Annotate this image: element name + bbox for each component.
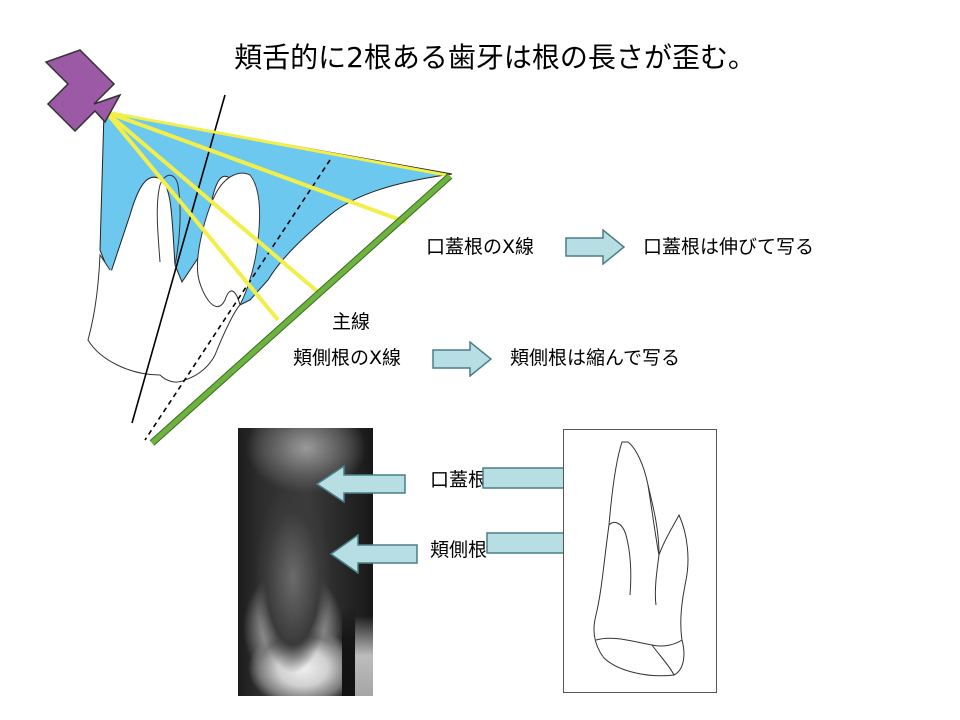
xray-rays (104, 110, 447, 322)
central-ray-line (144, 159, 331, 441)
ray-central (104, 110, 320, 294)
label-buccal-root: 頬側根 (430, 539, 488, 561)
xray-beam-area (99, 111, 453, 306)
tube-head-icon (44, 49, 122, 133)
block-arrow-right-icon (565, 229, 625, 265)
label-buccal-result: 頬側根は縮んで写る (510, 347, 681, 369)
ray-buccal (104, 110, 280, 322)
slide-title: 頬舌的に2根ある歯牙は根の長さが歪む。 (234, 41, 756, 74)
label-palatal-xray: 口蓋根のX線 (426, 236, 535, 258)
block-arrow-right-icon (432, 341, 492, 377)
ray-palatal (105, 110, 407, 224)
label-palatal-root: 口蓋根 (430, 469, 488, 491)
label-central-ray: 主線 (332, 311, 371, 333)
tooth-sketch-panel (563, 429, 717, 693)
film-line-fill (150, 174, 452, 445)
ray-upper (105, 110, 447, 177)
block-arrow-left-icon (316, 465, 406, 503)
label-palatal-result: 口蓋根は伸びて写る (643, 236, 815, 258)
label-buccal-xray: 頬側根のX線 (293, 347, 402, 369)
palatal-root-outline (156, 174, 181, 266)
molar-outline (87, 172, 261, 383)
block-arrow-left-icon (330, 534, 418, 574)
tooth-sketch (593, 441, 689, 677)
